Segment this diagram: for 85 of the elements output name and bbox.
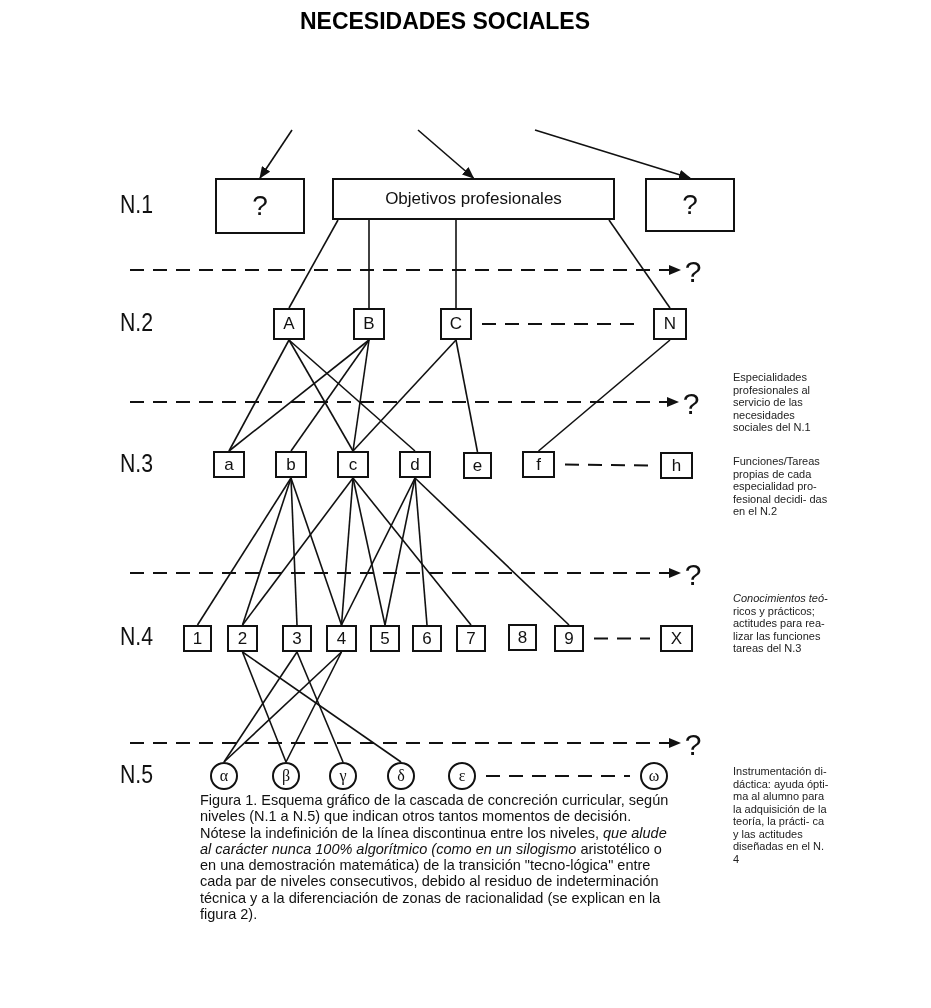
figure-caption: Figura 1. Esquema gráfico de la cascada de concreción curricular, según niveles (N.1 a N.5) que indican otros tantos momentos de decisión. Nótese la indefinición de la línea discontinua entre los niveles, que alude al carácter nunca 100% algorítmico (como en un silogismo aristotélico o en una demostración matemática) de la transición "tecno-lógica" entre cada par de niveles consecutivos, debido al residuo de indeterminación técnica y a la diferenciación de zonas de racionalidad (se explican en la figura 2).: [200, 792, 670, 923]
connector-line: [285, 651, 343, 763]
node-circle: α: [210, 762, 238, 790]
connector-line: [414, 477, 428, 626]
connector-line: [288, 219, 339, 309]
level-label: N.5: [120, 760, 154, 789]
node-box: f: [522, 451, 555, 478]
node-box: 7: [456, 625, 486, 652]
node-box: 9: [554, 625, 584, 652]
node-circle: ε: [448, 762, 476, 790]
connector-line: [241, 651, 402, 763]
node-box: a: [213, 451, 245, 478]
question-mark: ?: [678, 384, 704, 424]
dashed-line: [485, 775, 631, 777]
connector-line: [455, 219, 457, 309]
node-box: Objetivos profesionales: [332, 178, 615, 220]
arrow: [534, 129, 691, 180]
connector-line: [290, 477, 343, 626]
level-label: N.3: [120, 449, 154, 478]
connector-line: [352, 339, 370, 452]
title: NECESIDADES SOCIALES: [298, 8, 592, 35]
connector-line: [223, 651, 298, 763]
node-circle: δ: [387, 762, 415, 790]
node-box: 2: [227, 625, 258, 652]
node-box: 3: [282, 625, 312, 652]
node-box: A: [273, 308, 305, 340]
node-circle: β: [272, 762, 300, 790]
connector-line: [340, 477, 416, 626]
node-box: 4: [326, 625, 357, 652]
connector-line: [241, 651, 287, 763]
connector-line: [196, 477, 292, 626]
node-circle: γ: [329, 762, 357, 790]
side-note: Conocimientos teó- ricos y prácticos; actitudes para rea- lizar las funciones tareas del N.3: [733, 592, 829, 655]
connector-line: [368, 219, 370, 309]
arrow: [259, 129, 293, 179]
connector-line: [296, 651, 344, 763]
question-box: ?: [645, 178, 735, 232]
side-note: Funciones/Tareas propias de cada especialidad pro- fesional decidi- das en el N.2: [733, 455, 829, 518]
node-box: b: [275, 451, 307, 478]
node-circle: ω: [640, 762, 668, 790]
node-box: X: [660, 625, 693, 652]
node-box: B: [353, 308, 385, 340]
dashed-line: [593, 637, 651, 640]
question-mark: ?: [680, 252, 706, 292]
connector-line: [414, 477, 570, 626]
connector-line: [288, 339, 354, 452]
dashed-arrow: [129, 568, 681, 578]
connector-line: [290, 339, 370, 452]
connector-line: [537, 339, 671, 452]
node-box: 6: [412, 625, 442, 652]
node-box: h: [660, 452, 693, 479]
dashed-arrow: [129, 738, 681, 748]
level-label: N.4: [120, 622, 154, 651]
node-box: 5: [370, 625, 400, 652]
level-label: N.2: [120, 308, 154, 337]
connector-line: [352, 477, 386, 626]
dashed-arrow: [129, 265, 681, 275]
connector-line: [228, 339, 290, 452]
connector-line: [455, 339, 479, 453]
question-mark: ?: [680, 555, 706, 595]
connector-line: [608, 219, 671, 309]
node-box: c: [337, 451, 369, 478]
question-box: ?: [215, 178, 305, 234]
question-mark: ?: [680, 725, 706, 765]
dashed-arrow: [129, 397, 679, 407]
side-note: Especialidades profesionales al servicio de las necesidades sociales del N.1: [733, 371, 812, 434]
node-box: 8: [508, 624, 537, 651]
connector-line: [241, 477, 292, 626]
connector-line: [241, 477, 354, 626]
connector-line: [228, 339, 370, 452]
node-box: C: [440, 308, 472, 340]
connector-line: [288, 339, 416, 452]
arrow: [417, 129, 475, 179]
connector-line: [290, 477, 298, 626]
connector-line: [223, 651, 343, 763]
connector-line: [352, 339, 457, 452]
side-note: Instrumentación di- dáctica: ayuda ópti- ma al alumno para la adquisición de la teoría, la prácti- ca y las actitudes diseñadas en el N. 4: [733, 765, 829, 865]
dashed-line: [564, 463, 651, 467]
connector-line: [352, 477, 472, 626]
node-box: N: [653, 308, 687, 340]
node-box: d: [399, 451, 431, 478]
node-box: e: [463, 452, 492, 479]
connector-line: [340, 477, 354, 626]
node-box: 1: [183, 625, 212, 652]
level-label: N.1: [120, 190, 154, 219]
